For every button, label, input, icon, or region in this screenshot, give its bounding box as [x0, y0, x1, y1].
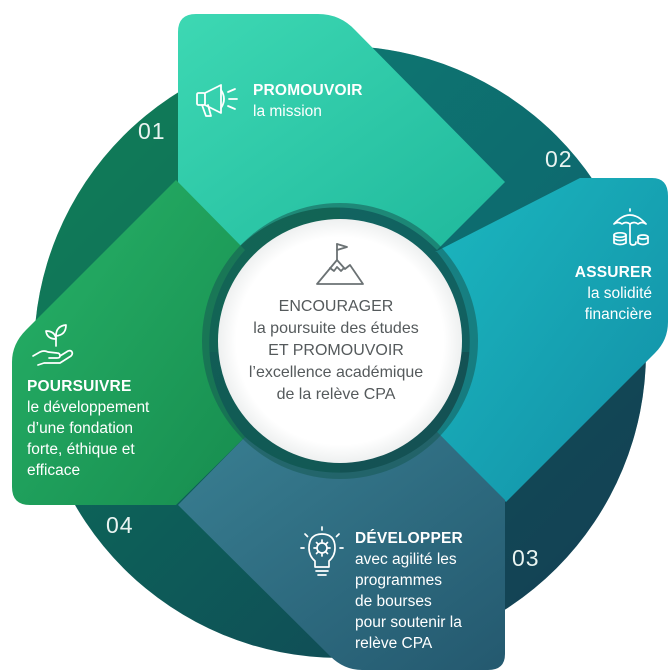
segment-4-line-3: forte, éthique et — [27, 441, 135, 458]
center-statement: ENCOURAGER la poursuite des études ET PR… — [226, 296, 446, 406]
center-line-4: l’excellence académique — [248, 364, 424, 381]
segment-4-number: 04 — [106, 512, 134, 538]
center-line-3: ET PROMOUVOIR — [268, 342, 404, 359]
segment-3-title: DÉVELOPPER — [355, 530, 463, 547]
segment-3-line-1: avec agilité les — [355, 551, 457, 568]
segment-2-line-2: financière — [584, 306, 652, 323]
segment-3-line-3: de bourses — [355, 593, 432, 610]
segment-2-shape — [435, 178, 668, 502]
segment-3-label: DÉVELOPPER avec agilité les programmes d… — [355, 528, 463, 654]
segment-4-line-1: le développement — [27, 399, 150, 416]
lightbulb-gear-icon — [300, 526, 344, 576]
segment-3-line-2: programmes — [355, 572, 442, 589]
megaphone-icon — [196, 84, 238, 117]
segment-2-label: ASSURER la solidité financière — [500, 262, 652, 325]
segment-2-number: 02 — [545, 146, 573, 172]
segment-4-label: POURSUIVRE le développement d’une fondat… — [27, 376, 149, 481]
segment-2-line-1: la solidité — [587, 285, 652, 302]
mountain-flag-icon — [316, 243, 364, 285]
hand-plant-icon — [32, 324, 74, 366]
segment-1-title: PROMOUVOIR — [253, 82, 363, 99]
center-disk — [218, 219, 462, 463]
segment-1-shape — [178, 14, 505, 250]
umbrella-coins-icon — [613, 208, 649, 246]
segment-3-number: 03 — [512, 545, 540, 571]
segment-4-shape — [12, 180, 245, 505]
segment-3-line-5: relève CPA — [355, 635, 433, 652]
segment-4-title: POURSUIVRE — [27, 378, 132, 395]
segment-4-line-4: efficace — [27, 462, 81, 479]
segment-4-line-2: d’une fondation — [27, 420, 134, 437]
center-line-1: ENCOURAGER — [278, 298, 394, 315]
segment-1-line-1: la mission — [253, 103, 322, 120]
segment-3-shape — [178, 432, 505, 670]
segment-3-line-4: pour soutenir la — [355, 614, 462, 631]
segment-1-label: PROMOUVOIR la mission — [253, 80, 363, 122]
center-line-2: la poursuite des études — [253, 320, 419, 337]
segment-1-number: 01 — [138, 118, 166, 144]
segment-2-title: ASSURER — [574, 264, 652, 281]
center-line-5: de la relève CPA — [276, 386, 396, 403]
